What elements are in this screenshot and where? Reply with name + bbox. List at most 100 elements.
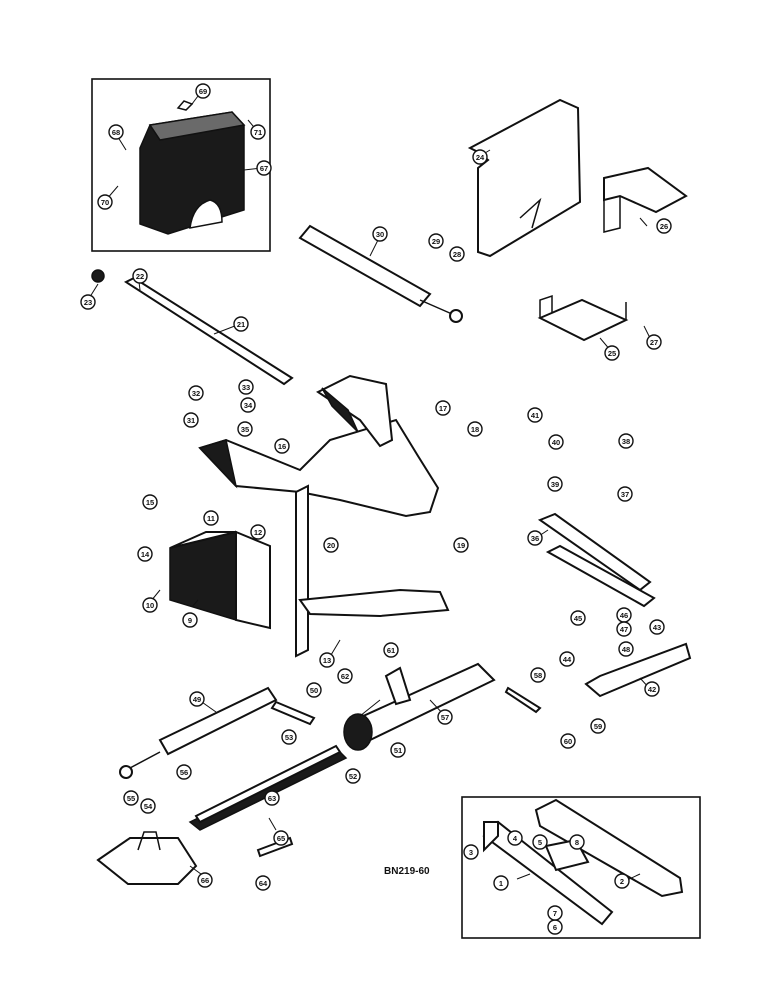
callout-circle bbox=[108, 124, 124, 140]
callout-circle bbox=[644, 681, 660, 697]
callout-label: 71 bbox=[254, 128, 262, 137]
callout-2: 2 bbox=[614, 873, 630, 889]
callout-label: 34 bbox=[244, 401, 253, 410]
callout-label: 2 bbox=[620, 877, 624, 886]
callout-13: 13 bbox=[319, 652, 335, 668]
box-9 bbox=[169, 530, 271, 630]
callout-circle bbox=[182, 612, 198, 628]
callout-43: 43 bbox=[649, 619, 665, 635]
callout-circle bbox=[559, 651, 575, 667]
callout-label: 24 bbox=[476, 153, 485, 162]
callout-circle bbox=[233, 316, 249, 332]
callout-circle bbox=[435, 400, 451, 416]
callout-circle bbox=[203, 510, 219, 526]
callout-circle bbox=[649, 619, 665, 635]
cylinder-49 bbox=[119, 686, 278, 779]
callout-circle bbox=[616, 621, 632, 637]
callout-circle bbox=[530, 667, 546, 683]
callout-circle bbox=[188, 385, 204, 401]
callout-60: 60 bbox=[560, 733, 576, 749]
callout-46: 46 bbox=[616, 607, 632, 623]
callout-circle bbox=[493, 875, 509, 891]
callout-label: 46 bbox=[620, 611, 628, 620]
callout-circle bbox=[614, 873, 630, 889]
callout-circle bbox=[142, 597, 158, 613]
callout-label: 37 bbox=[621, 490, 629, 499]
callout-15: 15 bbox=[142, 494, 158, 510]
callout-circle bbox=[428, 233, 444, 249]
callout-label: 25 bbox=[608, 349, 616, 358]
callout-22: 22 bbox=[132, 268, 148, 284]
callout-circle bbox=[189, 691, 205, 707]
rod-21 bbox=[91, 269, 294, 386]
callout-label: 30 bbox=[376, 230, 384, 239]
callout-49: 49 bbox=[189, 691, 205, 707]
callout-circle bbox=[345, 768, 361, 784]
callout-label: 10 bbox=[146, 601, 154, 610]
callout-14: 14 bbox=[137, 546, 153, 562]
callout-21: 21 bbox=[233, 316, 249, 332]
callout-label: 55 bbox=[127, 794, 135, 803]
cover-part bbox=[139, 100, 246, 235]
callout-71: 71 bbox=[250, 124, 266, 140]
callout-label: 39 bbox=[551, 480, 559, 489]
callout-label: 11 bbox=[207, 514, 215, 523]
callout-label: 9 bbox=[188, 616, 192, 625]
pin-50 bbox=[270, 700, 316, 726]
callout-31: 31 bbox=[183, 412, 199, 428]
callout-67: 67 bbox=[256, 160, 272, 176]
callout-label: 14 bbox=[141, 550, 150, 559]
callout-label: 66 bbox=[201, 876, 209, 885]
callout-28: 28 bbox=[449, 246, 465, 262]
callout-circle bbox=[183, 412, 199, 428]
callout-circle bbox=[176, 764, 192, 780]
callout-52: 52 bbox=[345, 768, 361, 784]
callout-label: 21 bbox=[237, 320, 245, 329]
callout-label: 15 bbox=[146, 498, 154, 507]
callout-69: 69 bbox=[195, 83, 211, 99]
callout-circle bbox=[237, 421, 253, 437]
callout-label: 59 bbox=[594, 722, 602, 731]
callout-5: 5 bbox=[532, 834, 548, 850]
callout-8: 8 bbox=[569, 834, 585, 850]
callout-19: 19 bbox=[453, 537, 469, 553]
callout-circle bbox=[80, 294, 96, 310]
callout-circle bbox=[547, 476, 563, 492]
link-arms bbox=[537, 512, 692, 698]
callout-label: 38 bbox=[622, 437, 630, 446]
callout-circle bbox=[250, 524, 266, 540]
callout-label: 12 bbox=[254, 528, 262, 537]
callout-47: 47 bbox=[616, 621, 632, 637]
callout-label: 65 bbox=[277, 834, 285, 843]
callout-label: 68 bbox=[112, 128, 120, 137]
bracket-26 bbox=[603, 166, 688, 233]
callout-label: 31 bbox=[187, 416, 195, 425]
callout-label: 20 bbox=[327, 541, 335, 550]
callout-53: 53 bbox=[281, 729, 297, 745]
callout-48: 48 bbox=[618, 641, 634, 657]
callout-circle bbox=[383, 642, 399, 658]
callout-label: 17 bbox=[439, 404, 447, 413]
callout-11: 11 bbox=[203, 510, 219, 526]
callout-circle bbox=[195, 83, 211, 99]
callout-circle bbox=[137, 546, 153, 562]
rail-2 bbox=[534, 798, 684, 898]
callout-label: 49 bbox=[193, 695, 201, 704]
callout-54: 54 bbox=[140, 798, 156, 814]
callout-label: 50 bbox=[310, 686, 318, 695]
callout-label: 57 bbox=[441, 713, 449, 722]
callout-6: 6 bbox=[547, 919, 563, 935]
callout-39: 39 bbox=[547, 476, 563, 492]
callout-17: 17 bbox=[435, 400, 451, 416]
callout-68: 68 bbox=[108, 124, 124, 140]
callout-64: 64 bbox=[255, 875, 271, 891]
callout-circle bbox=[507, 830, 523, 846]
callout-10: 10 bbox=[142, 597, 158, 613]
callout-label: 27 bbox=[650, 338, 658, 347]
callout-label: 23 bbox=[84, 298, 92, 307]
callout-label: 45 bbox=[574, 614, 582, 623]
callout-4: 4 bbox=[507, 830, 523, 846]
callout-9: 9 bbox=[182, 612, 198, 628]
callout-circle bbox=[527, 407, 543, 423]
